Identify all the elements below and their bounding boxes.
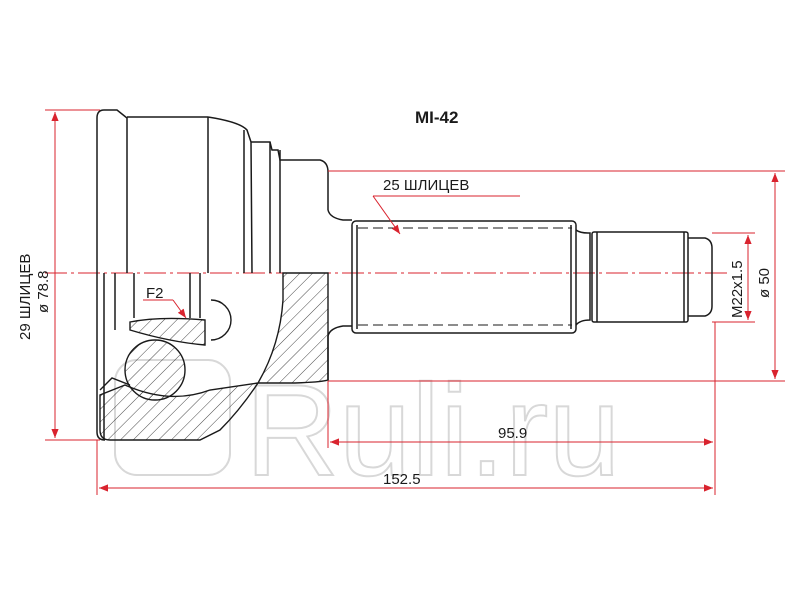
section-hatch <box>99 272 329 441</box>
outer-splines-label: 25 ШЛИЦЕВ <box>383 177 469 194</box>
shaft <box>351 220 713 334</box>
shaft-length-label: 95.9 <box>498 425 527 442</box>
outer-diameter-label: ø 50 <box>756 268 773 298</box>
thread-label: M22x1.5 <box>729 260 746 318</box>
total-length-label: 152.5 <box>383 471 421 488</box>
inner-diameter-label: ø 78.8 <box>35 270 52 313</box>
f2-label: F2 <box>146 285 164 302</box>
inner-splines-label: 29 ШЛИЦЕВ <box>17 254 34 340</box>
dimension-lines <box>45 109 785 495</box>
part-code-label: MI-42 <box>415 108 458 127</box>
